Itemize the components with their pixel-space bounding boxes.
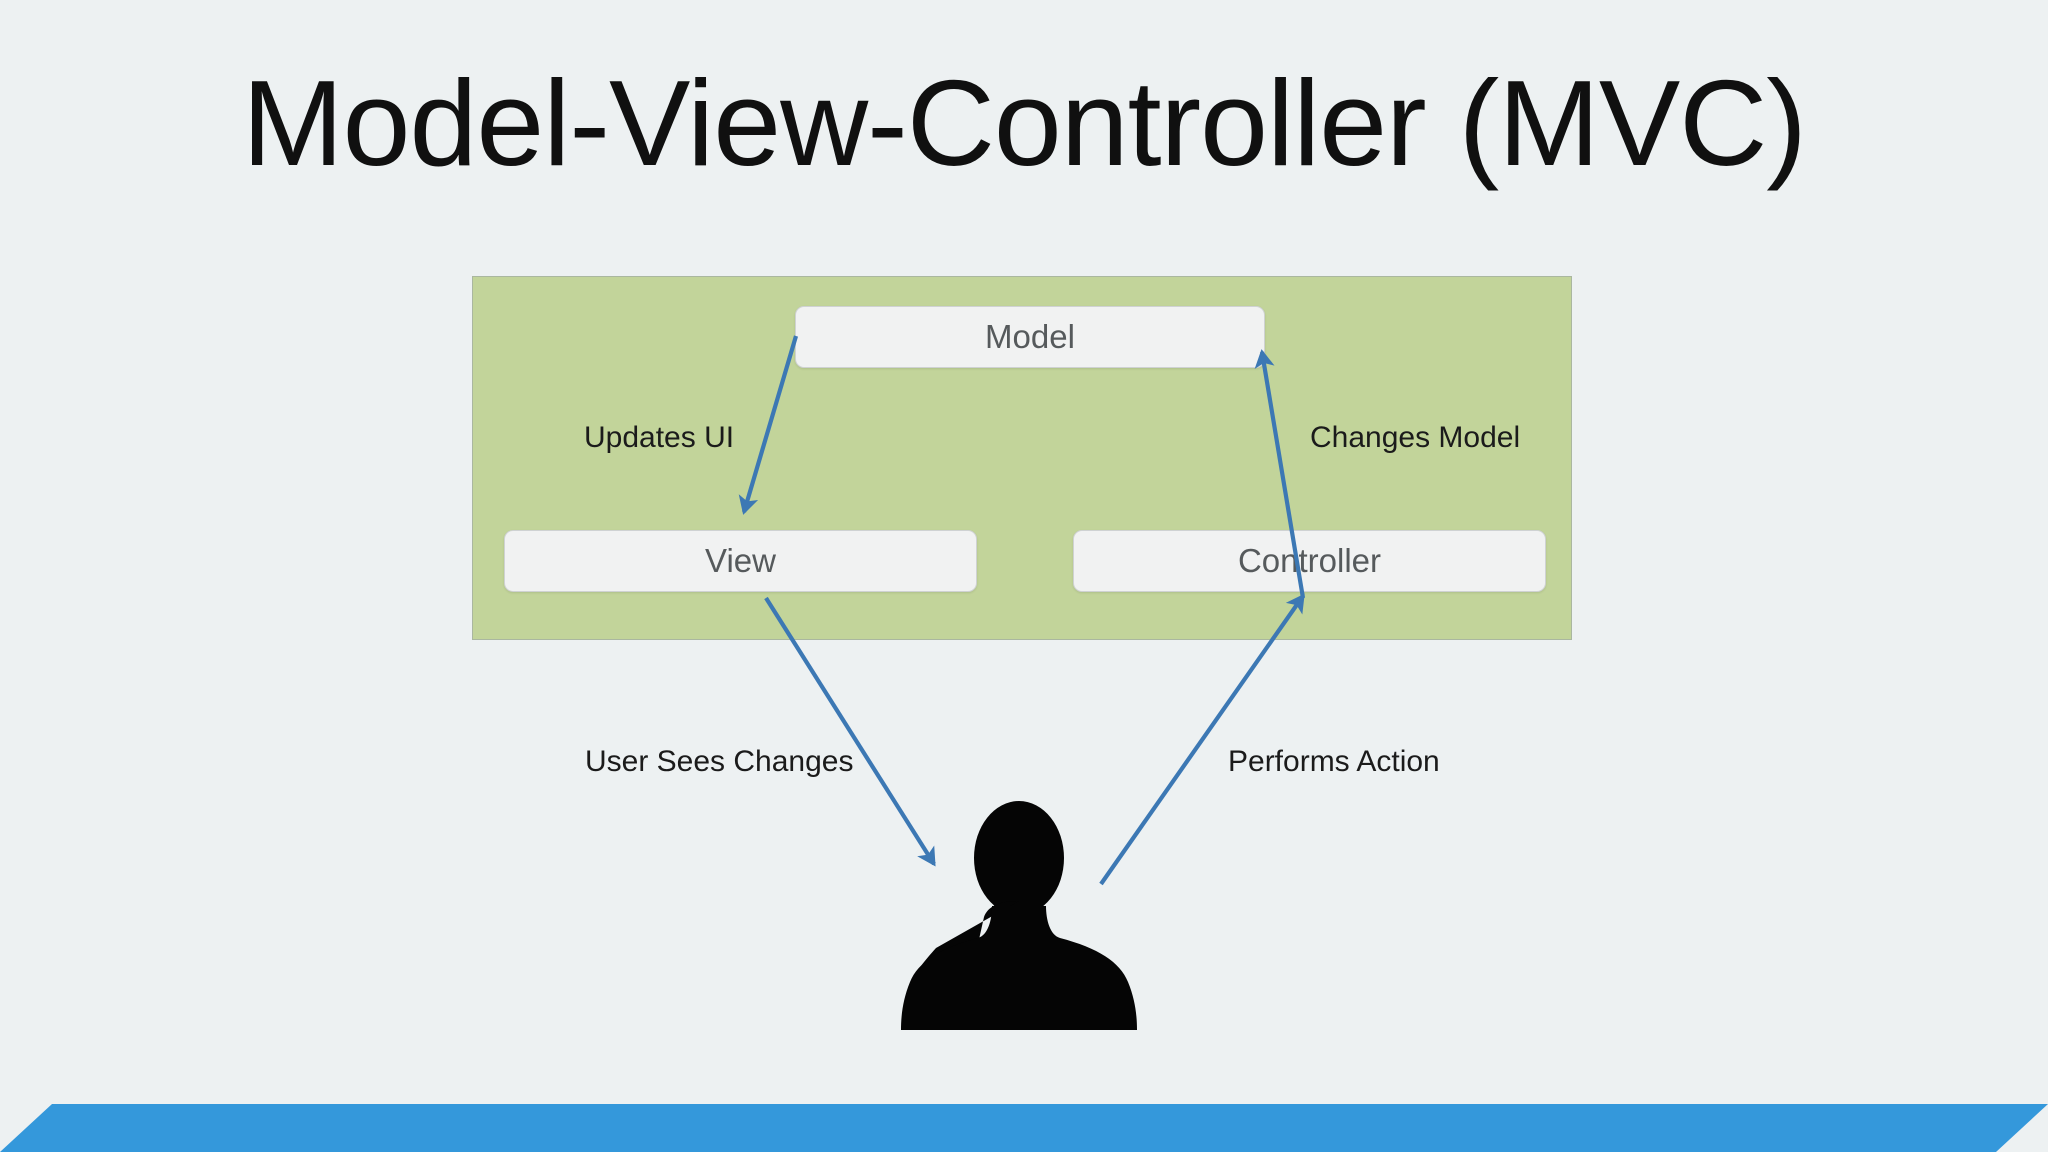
person-silhouette-icon <box>901 801 1137 1030</box>
edge-label-user-sees-changes: User Sees Changes <box>585 745 854 778</box>
node-view-label: View <box>705 542 776 579</box>
node-model[interactable]: Model <box>795 306 1265 368</box>
edge-label-changes-model: Changes Model <box>1310 421 1521 454</box>
edge-label-performs-action: Performs Action <box>1228 745 1440 778</box>
page-title: Model-View-Controller (MVC) <box>242 55 1807 191</box>
edge-label-updates-ui: Updates UI <box>584 421 735 454</box>
node-view[interactable]: View <box>504 530 977 592</box>
node-controller-label: Controller <box>1237 542 1382 579</box>
node-controller[interactable]: Controller <box>1073 530 1546 592</box>
footer-accent-bar <box>0 1104 2048 1152</box>
node-model-label: Model <box>985 318 1075 355</box>
